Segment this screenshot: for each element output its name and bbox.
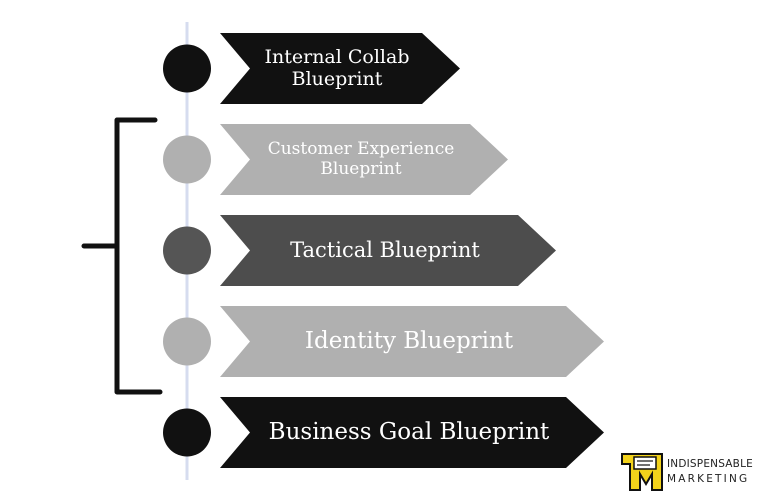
step-label-line: Blueprint (320, 158, 402, 179)
step-arrow-2 (220, 124, 508, 195)
indispensable-marketing-logo: INDISPENSABLE MARKETING (620, 452, 760, 492)
step-dot-2 (163, 135, 211, 184)
step-arrow-4 (220, 306, 604, 377)
step-dot-3 (163, 226, 211, 275)
step-arrow-3 (220, 215, 556, 286)
step-label-4: Identity Blueprint (242, 306, 576, 377)
step-label-line: Identity Blueprint (304, 328, 514, 355)
step-dot-1 (163, 44, 211, 93)
logo-line-2: MARKETING (667, 473, 750, 485)
step-label-3: Tactical Blueprint (242, 215, 528, 286)
step-label-line: Business Goal Blueprint (268, 419, 550, 446)
logo-mark-icon (621, 453, 663, 491)
step-label-line: Tactical Blueprint (290, 238, 480, 263)
step-label-line: Blueprint (291, 67, 383, 90)
step-arrow-5 (220, 397, 604, 468)
logo-line-1: INDISPENSABLE (667, 458, 753, 470)
step-label-line: Customer Experience (267, 138, 455, 159)
step-arrow-1 (220, 33, 460, 104)
bracket (81, 117, 163, 395)
step-dot-4 (163, 317, 211, 366)
step-dot-5 (163, 408, 211, 457)
step-label-line: Internal Collab (264, 45, 410, 68)
step-label-5: Business Goal Blueprint (242, 397, 576, 468)
